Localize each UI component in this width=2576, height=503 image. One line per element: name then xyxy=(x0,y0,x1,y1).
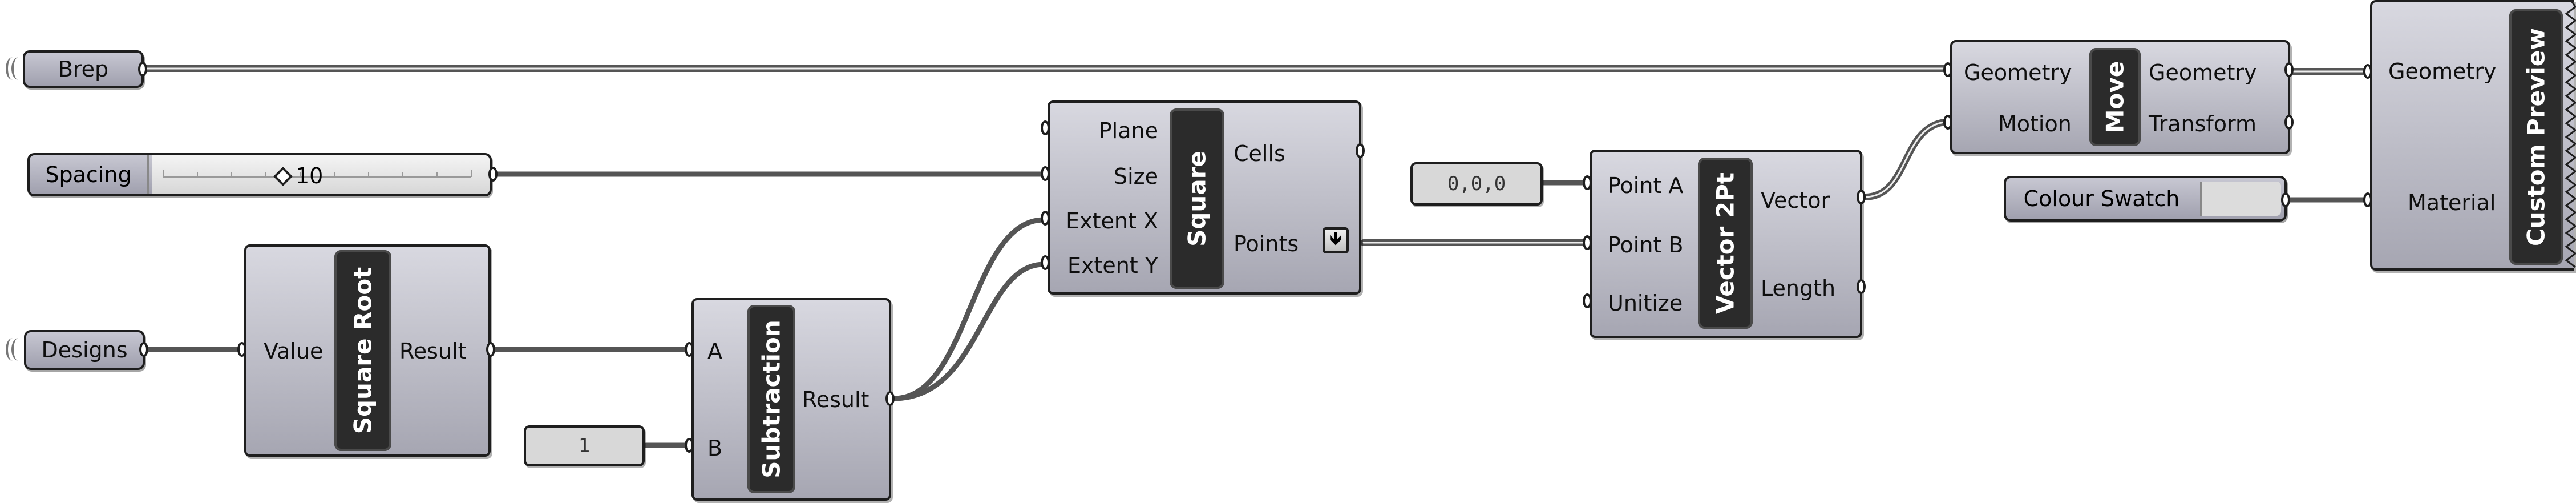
sqrt-output-port[interactable] xyxy=(486,342,495,357)
swatch-name: Colour Swatch xyxy=(2023,186,2180,211)
subtraction-title-bar: Subtraction xyxy=(747,305,795,493)
output-result: Result xyxy=(399,339,467,364)
spacing-slider[interactable]: Spacing 10 xyxy=(27,153,492,196)
wireless-icon xyxy=(6,57,22,82)
wire-vector-motion xyxy=(1861,118,1955,200)
vec-input-unitize-port[interactable] xyxy=(1583,293,1592,308)
swatch-output-port[interactable] xyxy=(2281,192,2290,207)
output-cells: Cells xyxy=(1234,141,1285,166)
subtraction-component[interactable]: A B Subtraction Result xyxy=(691,298,891,501)
square-input-exty-port[interactable] xyxy=(1041,255,1050,270)
square-title: Square xyxy=(1183,151,1211,247)
move-title-bar: Move xyxy=(2089,48,2141,146)
output-points: Points xyxy=(1234,231,1299,256)
brep-label: Brep xyxy=(58,57,109,82)
wire-result-exty xyxy=(891,261,1047,401)
square-root-title: Square Root xyxy=(349,267,377,434)
vec-input-b-port[interactable] xyxy=(1583,235,1592,250)
slider-track[interactable]: 10 xyxy=(152,155,490,194)
input-plane: Plane xyxy=(1098,118,1158,143)
move-output-transform-port[interactable] xyxy=(2284,115,2294,130)
vector-2pt-title: Vector 2Pt xyxy=(1711,172,1740,314)
move-output-geometry-port[interactable] xyxy=(2284,62,2294,77)
designs-param[interactable]: Designs xyxy=(24,330,145,370)
move-component[interactable]: Geometry Motion Move Geometry Transform xyxy=(1950,40,2290,154)
vec-output-vector-port[interactable] xyxy=(1857,190,1866,204)
move-title: Move xyxy=(2101,61,2129,134)
output-transform: Transform xyxy=(2149,111,2257,136)
colour-swatch[interactable]: Colour Swatch xyxy=(2004,176,2287,222)
output-length: Length xyxy=(1761,276,1836,301)
spacing-output-port[interactable] xyxy=(488,167,498,182)
custom-preview-title: Custom Preview xyxy=(2522,27,2550,247)
down-arrow-icon[interactable]: 🡻 xyxy=(1323,227,1349,253)
wireless-icon xyxy=(6,338,22,363)
vec-output-length-port[interactable] xyxy=(1857,279,1866,294)
square-title-bar: Square xyxy=(1170,108,1224,289)
panel-one[interactable]: 1 xyxy=(524,425,645,466)
designs-label: Designs xyxy=(41,337,128,363)
square-output-cells-port[interactable] xyxy=(1356,143,1365,158)
output-geometry: Geometry xyxy=(2149,60,2257,85)
move-input-motion-port[interactable] xyxy=(1943,115,1952,130)
slider-ticks xyxy=(163,170,472,178)
torn-edge xyxy=(2565,0,2576,268)
output-vector: Vector xyxy=(1761,188,1830,213)
square-root-component[interactable]: Value Square Root Result xyxy=(244,244,491,457)
square-input-extx-port[interactable] xyxy=(1041,211,1050,226)
square-component[interactable]: Plane Size Extent X Extent Y Square Cell… xyxy=(1048,100,1361,295)
input-size: Size xyxy=(1113,164,1158,189)
input-point-b: Point B xyxy=(1608,232,1684,257)
panel-origin[interactable]: 0,0,0 xyxy=(1410,162,1543,206)
square-input-plane-port[interactable] xyxy=(1041,120,1050,135)
custom-preview-title-bar: Custom Preview xyxy=(2509,9,2563,265)
input-geometry: Geometry xyxy=(2388,59,2497,84)
preview-input-geometry-port[interactable] xyxy=(2363,64,2372,79)
wire-result-extx xyxy=(891,217,1047,401)
input-value: Value xyxy=(264,339,323,364)
brep-param[interactable]: Brep xyxy=(23,50,144,88)
panel-origin-text: 0,0,0 xyxy=(1447,172,1506,195)
sqrt-input-port[interactable] xyxy=(237,342,246,357)
vector-2pt-title-bar: Vector 2Pt xyxy=(1698,158,1753,329)
input-material: Material xyxy=(2408,190,2496,215)
slider-name: Spacing xyxy=(30,155,149,194)
input-a: A xyxy=(707,339,722,364)
preview-input-material-port[interactable] xyxy=(2363,192,2372,207)
input-motion: Motion xyxy=(1998,111,2072,136)
input-unitize: Unitize xyxy=(1608,291,1683,316)
swatch-colour-field[interactable] xyxy=(2200,182,2281,216)
slider-value: 10 xyxy=(296,163,323,188)
sub-input-b-port[interactable] xyxy=(685,438,694,453)
input-extent-x: Extent X xyxy=(1066,208,1158,234)
input-geometry: Geometry xyxy=(1964,60,2072,85)
output-result: Result xyxy=(802,387,870,412)
vec-input-a-port[interactable] xyxy=(1583,175,1592,190)
square-input-size-port[interactable] xyxy=(1041,166,1050,181)
brep-output-port[interactable] xyxy=(138,62,147,77)
sub-input-a-port[interactable] xyxy=(685,342,694,357)
designs-output-port[interactable] xyxy=(139,342,148,357)
subtraction-title: Subtraction xyxy=(757,320,786,478)
move-input-geometry-port[interactable] xyxy=(1943,62,1952,77)
custom-preview-component[interactable]: Geometry Material Custom Preview xyxy=(2370,0,2576,271)
panel-one-text: 1 xyxy=(578,434,591,457)
sub-output-port[interactable] xyxy=(885,391,895,406)
square-root-title-bar: Square Root xyxy=(334,250,391,451)
input-extent-y: Extent Y xyxy=(1067,253,1158,278)
vector-2pt-component[interactable]: Point A Point B Unitize Vector 2Pt Vecto… xyxy=(1590,150,1862,338)
input-b: B xyxy=(707,436,723,461)
input-point-a: Point A xyxy=(1608,173,1684,198)
